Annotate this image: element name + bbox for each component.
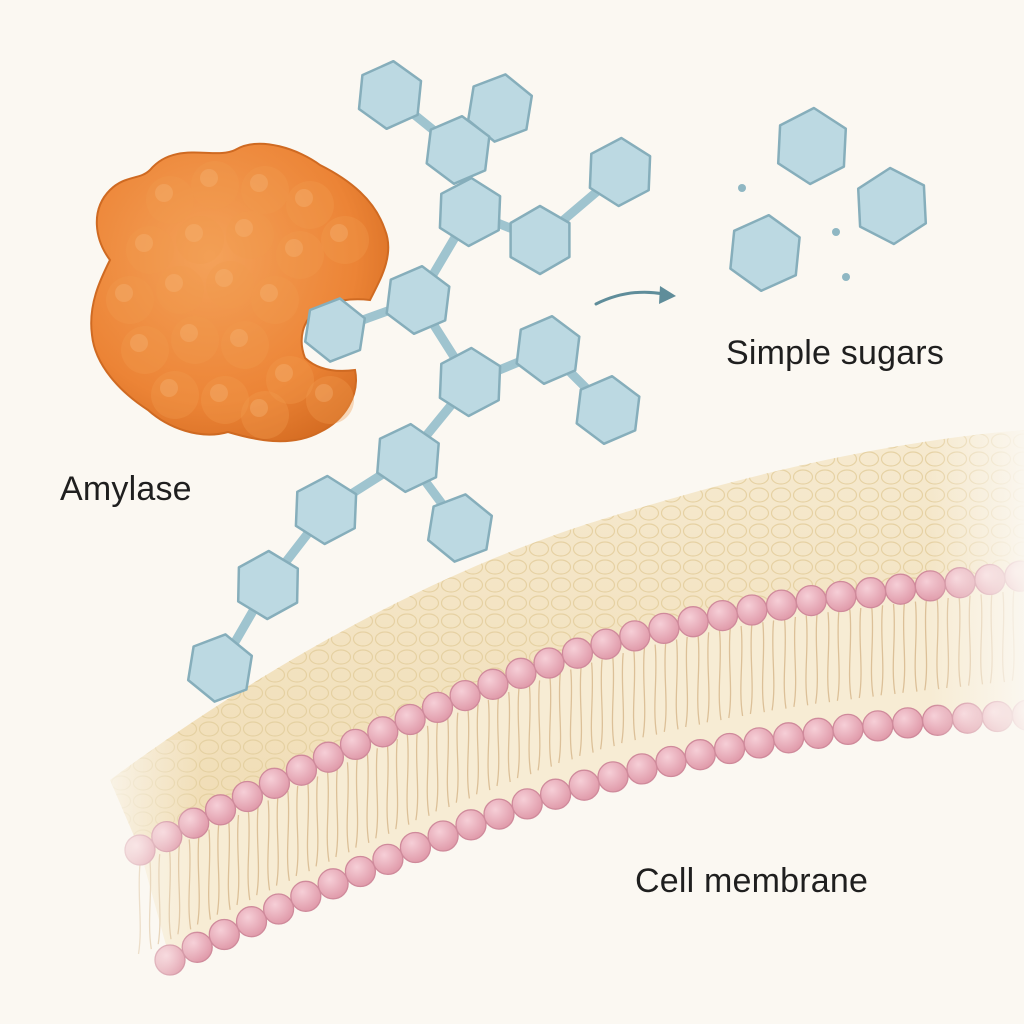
phospholipid-head	[204, 794, 237, 826]
phospholipid-head	[802, 717, 834, 749]
phospholipid-head	[483, 798, 515, 830]
phospholipid-head	[772, 722, 805, 754]
glucose-hexagon-icon	[186, 633, 254, 703]
phospholipid-head	[290, 880, 322, 912]
glucose-hexagon-icon	[426, 493, 494, 563]
glucose-hexagon-icon	[236, 549, 300, 621]
glucose-hexagon-icon	[466, 73, 534, 143]
glucose-hexagon-icon	[376, 422, 440, 494]
phospholipid-head	[736, 594, 768, 626]
glucose-hexagon-icon	[438, 346, 502, 418]
glucose-hexagon-icon	[509, 204, 571, 276]
phospholipid-head	[832, 713, 864, 746]
glucose-hexagon-icon	[856, 166, 928, 246]
phospholipid-head	[568, 769, 600, 801]
glucose-hexagon-icon	[588, 136, 652, 208]
phospholipid-head	[590, 628, 622, 660]
glucose-hexagon-icon	[729, 213, 801, 293]
phospholipid-head	[477, 668, 509, 700]
sugar-particle	[738, 184, 746, 192]
glucose-hexagon-icon	[385, 264, 451, 336]
phospholipid-head	[795, 584, 827, 617]
phospholipid-head	[855, 577, 887, 609]
cell-membrane	[90, 410, 1024, 1000]
phospholipid-head	[862, 710, 894, 742]
phospholipid-head	[455, 809, 487, 841]
phospholipid-head	[258, 767, 291, 799]
label-cell-membrane: Cell membrane	[635, 862, 869, 900]
glucose-hexagon-icon	[303, 297, 367, 363]
phospholipid-head	[394, 703, 426, 736]
phospholipid-head	[713, 732, 746, 765]
glucose-hexagon-icon	[515, 314, 581, 386]
amylase-enzyme-icon	[90, 142, 390, 443]
phospholipid-head	[505, 657, 537, 689]
glucose-hexagon-icon	[438, 176, 502, 248]
sugar-particle	[832, 228, 840, 236]
phospholipid-head	[884, 573, 917, 605]
phospholipid-head	[677, 606, 709, 638]
phospholipid-head	[655, 745, 687, 778]
phospholipid-head	[648, 612, 680, 645]
phospholipid-head	[533, 647, 565, 679]
phospholipid-head	[399, 831, 432, 864]
phospholipid-head	[339, 728, 372, 761]
starch-chain	[186, 59, 652, 703]
phospholipid-head	[561, 637, 594, 669]
glucose-units	[186, 59, 652, 703]
amylase-surface-texture	[106, 161, 369, 439]
phospholipid-head	[372, 843, 404, 876]
phospholipid-head	[892, 707, 924, 739]
phospholipid-head	[208, 918, 240, 951]
phospholipid-head	[743, 727, 775, 759]
phospholipid-head	[427, 820, 459, 852]
phospholipid-head	[285, 754, 318, 786]
curved-arrow-icon	[594, 286, 676, 306]
phospholipid-head	[235, 906, 268, 938]
phospholipid-head	[684, 739, 716, 771]
phospholipid-head	[765, 589, 798, 621]
phospholipid-head	[825, 580, 857, 613]
phospholipid-head	[262, 893, 295, 925]
phospholipid-head	[367, 716, 399, 748]
label-amylase: Amylase	[60, 470, 192, 508]
phospholipid-head	[539, 778, 572, 810]
phospholipid-head	[421, 691, 454, 724]
phospholipid-head	[619, 620, 651, 652]
phospholipid-head	[706, 599, 739, 632]
label-simple-sugars: Simple sugars	[726, 334, 945, 372]
glucose-hexagon-icon	[575, 374, 641, 446]
glucose-hexagon-icon	[425, 114, 491, 186]
glucose-hexagon-icon	[294, 474, 358, 546]
simple-sugars-group	[729, 106, 928, 293]
phospholipid-head	[626, 753, 658, 785]
glucose-hexagon-icon	[776, 106, 848, 186]
glucose-hexagon-icon	[357, 59, 423, 131]
phospholipid-head	[449, 679, 481, 712]
phospholipid-head	[597, 761, 629, 793]
phospholipid-head	[511, 788, 543, 820]
amylase-body	[90, 142, 390, 443]
phospholipid-head	[344, 855, 377, 888]
bound-glucose	[303, 297, 367, 363]
sugar-particle	[842, 273, 850, 281]
phospholipid-head	[231, 780, 264, 813]
phospholipid-head	[312, 741, 345, 773]
phospholipid-head	[317, 868, 349, 900]
